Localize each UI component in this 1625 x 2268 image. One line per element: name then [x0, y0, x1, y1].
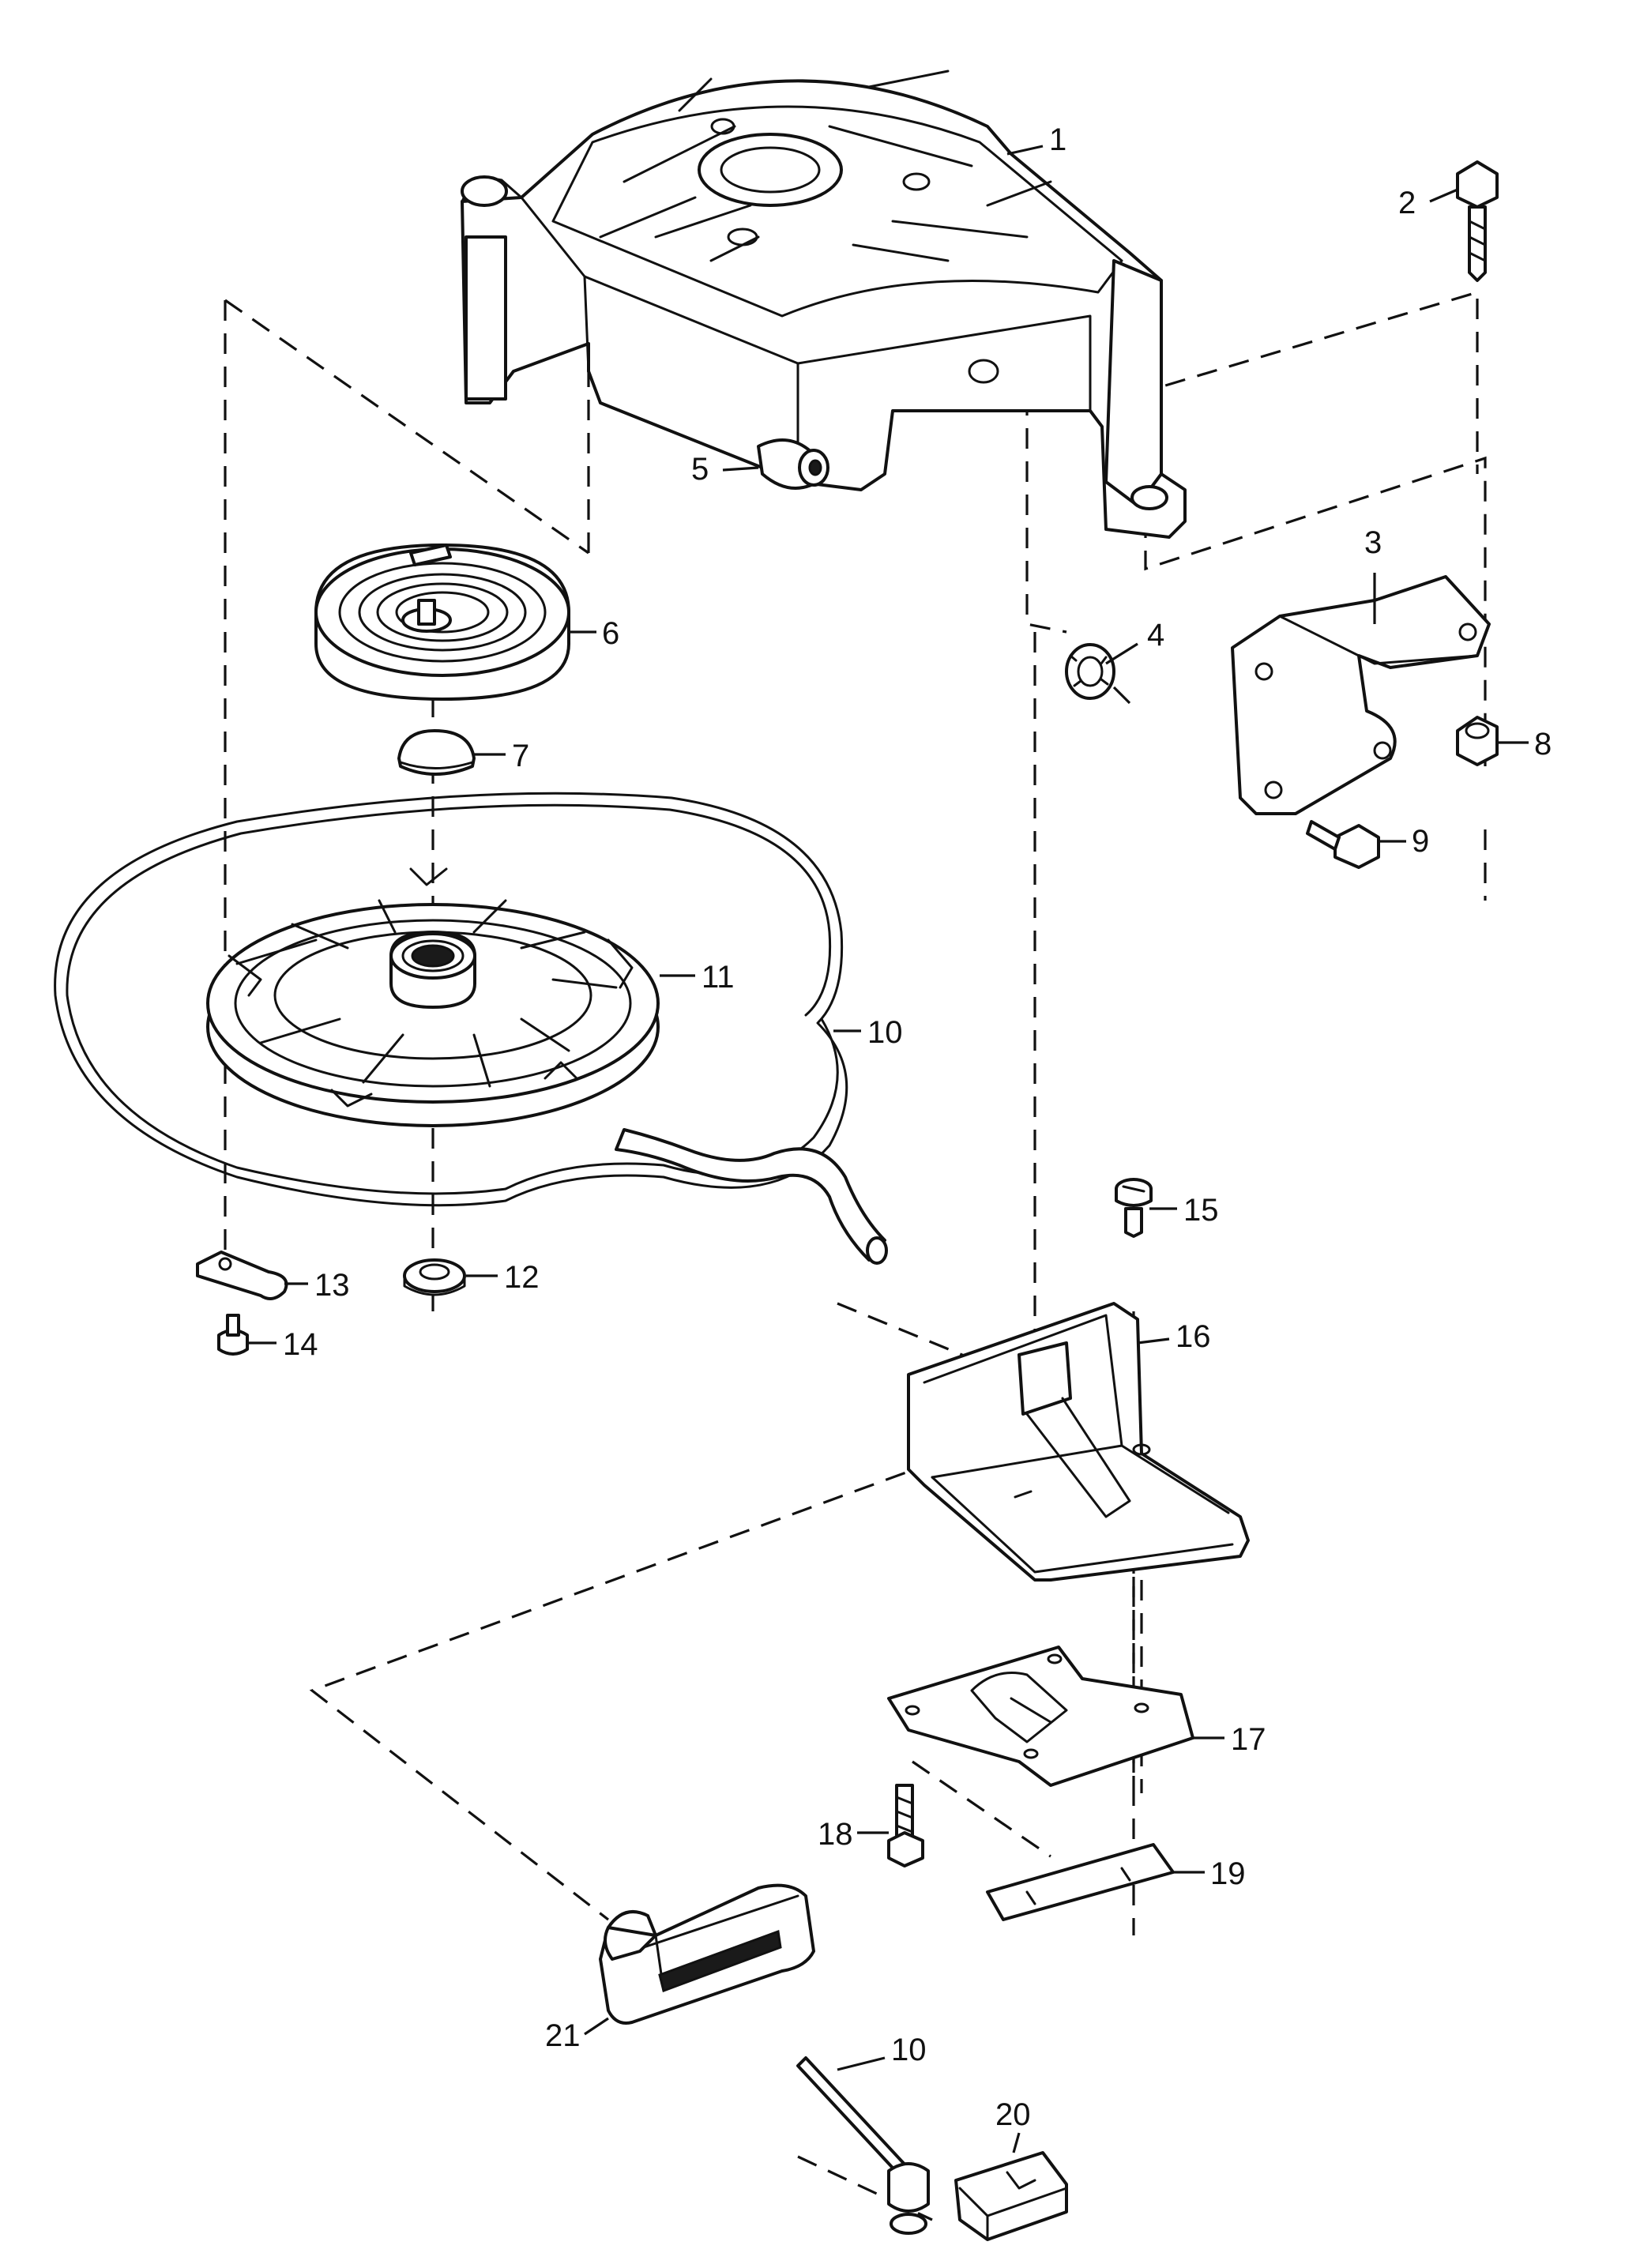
plate-part-17: [887, 1646, 1194, 1787]
callout-17: 17: [1231, 1722, 1266, 1757]
lock-washer-part-4: [1065, 643, 1115, 700]
callout-18: 18: [818, 1817, 853, 1852]
starter-rope-part-10: [54, 792, 888, 1265]
pawl-part-13: [196, 1251, 288, 1300]
callout-2: 2: [1398, 186, 1416, 220]
callout-10-handle: 10: [891, 2033, 927, 2067]
callout-8: 8: [1534, 727, 1552, 762]
screw-part-14: [217, 1314, 249, 1356]
recoil-spring-part-6: [314, 543, 570, 701]
starter-handle-part-21: [599, 1883, 815, 2025]
callout-3: 3: [1364, 525, 1382, 560]
callout-11: 11: [702, 960, 735, 995]
shoulder-screw-part-15: [1115, 1178, 1153, 1238]
mounting-bracket-part-3: [1231, 575, 1491, 815]
callout-13: 13: [314, 1268, 350, 1303]
rope-pulley-part-11: [206, 867, 660, 1127]
callout-21: 21: [545, 2018, 581, 2053]
rope-clip-part-20: [954, 2151, 1068, 2241]
bolt-part-18: [887, 1784, 924, 1867]
strip-part-19: [986, 1843, 1175, 1921]
bushing-part-5: [757, 438, 829, 490]
screw-part-9: [1306, 820, 1380, 869]
callout-15: 15: [1183, 1193, 1219, 1228]
bolt-part-2: [1456, 160, 1499, 282]
callout-4: 4: [1147, 618, 1164, 653]
handle-rope-part-10: [796, 2056, 930, 2235]
washer-part-12: [403, 1258, 466, 1296]
callout-1: 1: [1049, 122, 1066, 157]
leader-lines: [247, 145, 1529, 2153]
callout-12: 12: [504, 1260, 540, 1295]
starter-housing-part-1: [461, 70, 1187, 539]
callout-20: 20: [995, 2097, 1031, 2132]
callout-5: 5: [691, 452, 709, 487]
callout-7: 7: [512, 739, 529, 773]
callout-10-rope: 10: [867, 1015, 903, 1050]
callout-labels: 1 2 3 4 5 6 7 8 9 10 11 12 13 14 15 16 1…: [283, 122, 1552, 2132]
callout-19: 19: [1210, 1856, 1246, 1891]
callout-14: 14: [283, 1327, 318, 1362]
callout-16: 16: [1175, 1319, 1211, 1354]
cap-part-7: [397, 729, 476, 776]
nut-part-8: [1456, 716, 1499, 766]
callout-9: 9: [1412, 824, 1429, 859]
rope-guide-part-16: [907, 1302, 1250, 1582]
callout-6: 6: [602, 616, 619, 651]
